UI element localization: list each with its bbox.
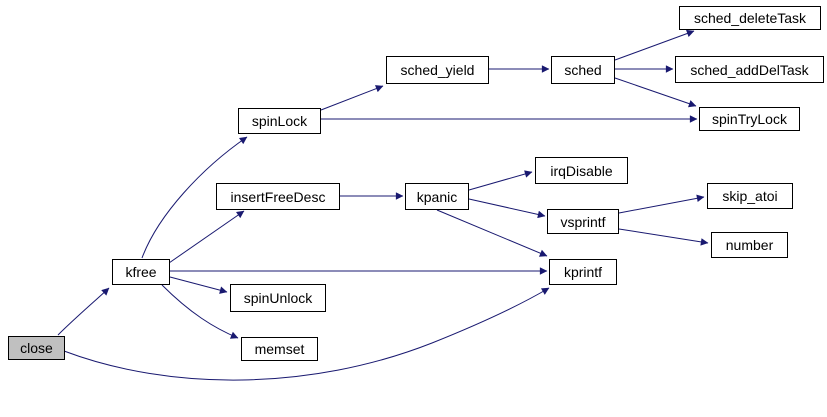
node-sched_addDelTask[interactable]: sched_addDelTask <box>675 56 824 83</box>
edge-sched-sched_deleteTask <box>614 29 695 61</box>
edge-close-kprintf <box>63 287 550 381</box>
edge-kpanic-kprintf <box>436 209 548 257</box>
edge-kpanic-vsprintf <box>468 198 546 219</box>
node-kpanic[interactable]: kpanic <box>405 183 469 210</box>
node-memset[interactable]: memset <box>241 337 318 361</box>
node-irqDisable[interactable]: irqDisable <box>535 157 628 184</box>
node-close: close <box>8 336 65 360</box>
node-spinUnlock[interactable]: spinUnlock <box>230 284 326 312</box>
node-vsprintf[interactable]: vsprintf <box>547 209 619 234</box>
edge-kfree-spinLock <box>141 136 248 259</box>
edge-sched-spinTryLock <box>614 77 697 108</box>
node-spinLock[interactable]: spinLock <box>238 108 321 134</box>
node-sched_deleteTask[interactable]: sched_deleteTask <box>679 6 821 30</box>
node-sched_yield[interactable]: sched_yield <box>386 56 489 84</box>
edge-vsprintf-skip_atoi <box>618 194 705 214</box>
edge-kfree-memset <box>161 284 239 339</box>
edge-spinLock-sched_yield <box>320 85 384 111</box>
node-sched[interactable]: sched <box>551 56 615 84</box>
edge-vsprintf-number <box>618 228 709 246</box>
node-insertFreeDesc[interactable]: insertFreeDesc <box>216 183 340 210</box>
node-kprintf[interactable]: kprintf <box>549 259 617 285</box>
edge-kfree-spinUnlock <box>169 276 228 294</box>
node-kfree[interactable]: kfree <box>112 259 170 285</box>
edge-close-kfree <box>57 287 110 336</box>
edge-kfree-insertFreeDesc <box>168 210 245 264</box>
node-spinTryLock[interactable]: spinTryLock <box>699 107 800 131</box>
node-skip_atoi[interactable]: skip_atoi <box>707 183 793 209</box>
edge-kpanic-irqDisable <box>468 170 533 191</box>
node-number[interactable]: number <box>711 232 788 258</box>
